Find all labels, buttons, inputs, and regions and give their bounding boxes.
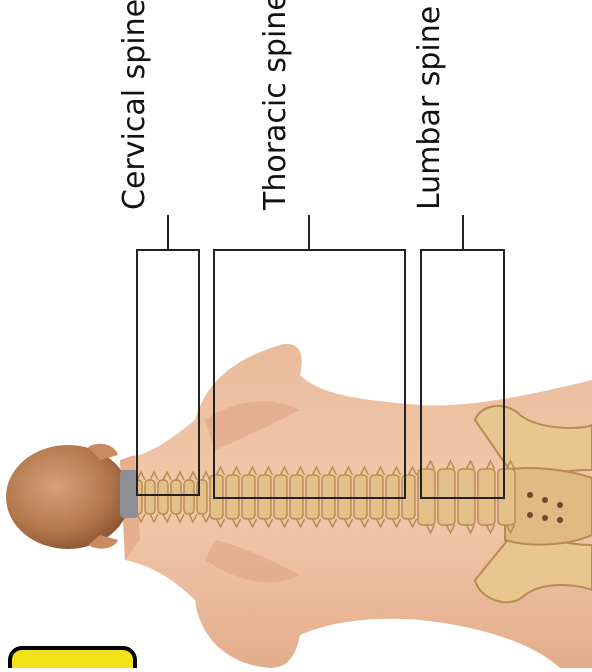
vertebra: [158, 480, 168, 514]
vertebra: [171, 480, 181, 514]
label-cervical-spine: Cervical spine: [118, 0, 152, 210]
label-thoracic-spine: Thoracic spine: [259, 0, 293, 210]
vertebra: [184, 480, 194, 514]
label-lumbar-spine: Lumbar spine: [413, 6, 447, 210]
skull: [6, 445, 130, 549]
vertebra: [145, 480, 155, 514]
atlas-joint: [120, 470, 138, 518]
corner-badge: [10, 648, 135, 668]
